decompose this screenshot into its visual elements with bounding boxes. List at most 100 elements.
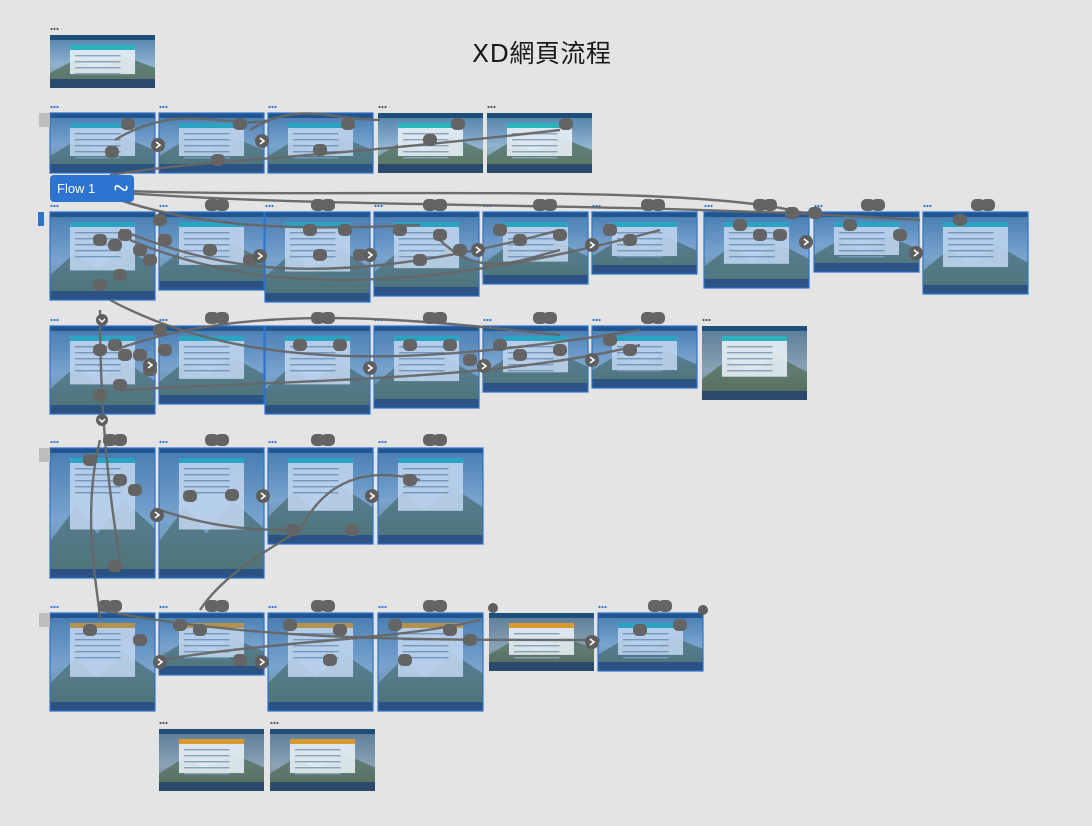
artboard[interactable] [377, 605, 484, 712]
flow-node [233, 118, 247, 130]
chevron-icon [143, 358, 157, 372]
flow-node [559, 118, 573, 130]
artboard[interactable] [597, 605, 704, 672]
ellipsis-icon [378, 440, 381, 444]
flow-node [158, 234, 172, 246]
flow-node [623, 234, 637, 246]
flow-start-tag[interactable]: Flow 1 [50, 175, 134, 202]
artboard[interactable] [377, 440, 484, 545]
flow-node [303, 224, 317, 236]
artboard[interactable] [39, 440, 156, 579]
flow-node [543, 199, 557, 211]
flow-node [113, 379, 127, 391]
ellipsis-icon [50, 605, 53, 609]
flow-node [128, 484, 142, 496]
artboard[interactable] [39, 105, 156, 174]
flow-node [113, 269, 127, 281]
flow-node [981, 199, 995, 211]
flow-wire [119, 343, 641, 392]
flow-node [808, 207, 822, 219]
flow-node [193, 624, 207, 636]
ellipsis-icon [814, 204, 817, 208]
ellipsis-icon [159, 440, 162, 444]
flow-wire [104, 188, 811, 217]
artboard[interactable] [922, 204, 1029, 295]
artboard[interactable] [39, 605, 156, 712]
flow-node [403, 339, 417, 351]
flow-node [488, 603, 498, 613]
chevron-icon [151, 138, 165, 152]
flow-node [321, 199, 335, 211]
flow-node [93, 389, 107, 401]
flow-node [553, 344, 567, 356]
artboard[interactable] [489, 605, 594, 671]
flow-node [323, 654, 337, 666]
flow-node [843, 219, 857, 231]
artboard[interactable] [373, 318, 480, 409]
flow-node [463, 634, 477, 646]
flow-node [108, 339, 122, 351]
flow-node [753, 229, 767, 241]
flow-node [153, 324, 167, 336]
chevron-icon [253, 249, 267, 263]
flow-node [433, 312, 447, 324]
ellipsis-icon [50, 105, 53, 109]
flow-wire [104, 193, 421, 229]
flow-node [413, 254, 427, 266]
flow-wire [129, 228, 661, 282]
flow-node [493, 224, 507, 236]
flow-node [313, 249, 327, 261]
artboard[interactable] [591, 204, 698, 275]
canvas-title: XD網頁流程 [472, 39, 612, 68]
ellipsis-icon [374, 204, 377, 208]
artboard[interactable] [158, 440, 265, 579]
flow-node [423, 134, 437, 146]
artboard[interactable] [702, 318, 807, 400]
flow-node [118, 229, 132, 241]
ellipsis-icon [378, 105, 381, 109]
flow-node [651, 312, 665, 324]
flow-wire [114, 117, 271, 142]
ellipsis-icon [268, 105, 271, 109]
artboard[interactable] [270, 721, 375, 791]
flow-node [225, 489, 239, 501]
artboard[interactable] [158, 605, 265, 676]
artboard[interactable] [50, 27, 155, 88]
flow-node [633, 624, 647, 636]
ellipsis-icon [487, 105, 490, 109]
ellipsis-icon [704, 204, 707, 208]
chevron-icon [96, 314, 108, 326]
chevron-icon [255, 655, 269, 669]
flow-node [133, 634, 147, 646]
flow-node [658, 600, 672, 612]
flow-node [113, 434, 127, 446]
chevron-icon [96, 414, 108, 426]
flow-wire [199, 528, 301, 611]
artboard[interactable] [264, 318, 371, 415]
flow-node [345, 524, 359, 536]
artboard[interactable] [159, 721, 264, 791]
flow-node [215, 199, 229, 211]
flow-node [393, 224, 407, 236]
selection-marker [38, 212, 44, 226]
ellipsis-icon [159, 605, 162, 609]
flow-label: Flow 1 [57, 181, 96, 196]
artboard[interactable] [591, 318, 698, 389]
flow-node [173, 619, 187, 631]
chevron-icon [585, 635, 599, 649]
ellipsis-icon [268, 440, 271, 444]
artboard[interactable] [482, 318, 589, 393]
chevron-icon [471, 243, 485, 257]
flow-node [118, 349, 132, 361]
ellipsis-icon [598, 605, 601, 609]
flow-node [553, 229, 567, 241]
chevron-icon [255, 134, 269, 148]
ellipsis-icon [50, 318, 53, 322]
flow-node [121, 118, 135, 130]
flow-node [433, 600, 447, 612]
ellipsis-icon [378, 605, 381, 609]
artboard[interactable] [813, 204, 920, 273]
artboard[interactable] [487, 105, 592, 173]
flow-node [215, 312, 229, 324]
